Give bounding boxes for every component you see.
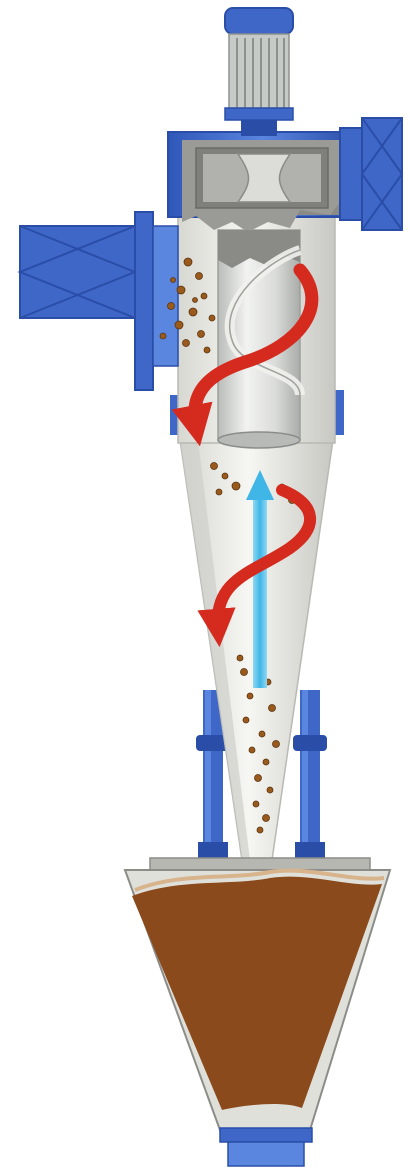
motor	[225, 8, 293, 136]
inlet-duct	[20, 212, 178, 390]
discharge-flange	[220, 1128, 312, 1166]
exhaust-outlet	[340, 118, 402, 230]
dust-hopper	[125, 858, 390, 1130]
top-housing	[168, 132, 358, 232]
